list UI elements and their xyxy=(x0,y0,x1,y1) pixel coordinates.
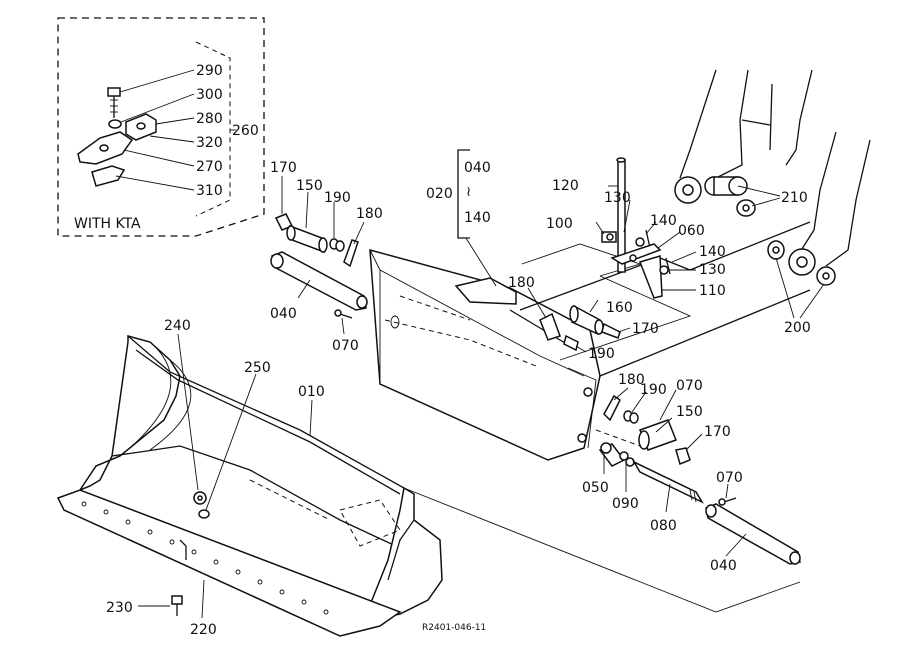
callout-040a: 040 xyxy=(270,306,297,322)
inset-caption: WITH KTA xyxy=(74,216,141,232)
callout-070c: 070 xyxy=(716,470,743,486)
callout-070a: 070 xyxy=(332,338,359,354)
callout-250: 250 xyxy=(244,360,271,376)
callout-320: 320 xyxy=(196,135,223,151)
callout-170b: 170 xyxy=(632,321,659,337)
callout-140r: 140 xyxy=(464,210,491,226)
callout-090: 090 xyxy=(612,496,639,512)
kta-inset: 290 300 280 320 270 310 260 WITH KTA xyxy=(57,17,265,237)
callout-210: 210 xyxy=(781,190,808,206)
callout-150b: 150 xyxy=(676,404,703,420)
callout-010: 010 xyxy=(298,384,325,400)
plate-310 xyxy=(91,165,126,187)
callout-190a: 190 xyxy=(324,190,351,206)
callout-150a: 150 xyxy=(296,178,323,194)
callout-260: 260 xyxy=(232,123,259,139)
callout-230: 230 xyxy=(106,600,133,616)
callout-290: 290 xyxy=(196,63,223,79)
callout-180b: 180 xyxy=(508,275,535,291)
callout-040r: 040 xyxy=(464,160,491,176)
callout-170c: 170 xyxy=(704,424,731,440)
callout-160: 160 xyxy=(606,300,633,316)
callout-060: 060 xyxy=(678,223,705,239)
drawing-reference-code: R2401-046-11 xyxy=(422,623,486,633)
left-pin-assembly: 170 150 190 180 040 070 xyxy=(270,160,383,354)
callout-240: 240 xyxy=(164,318,191,334)
callout-group-020: 020 040 ≀ 140 xyxy=(426,149,497,287)
callout-180c: 180 xyxy=(618,372,645,388)
callout-220: 220 xyxy=(190,622,217,638)
callout-140a: 140 xyxy=(650,213,677,229)
callout-range-mark: ≀ xyxy=(466,184,471,200)
bucket-frame xyxy=(369,221,811,461)
callout-280: 280 xyxy=(196,111,223,127)
loader-arms: 210 200 xyxy=(674,69,871,336)
bolt-290 xyxy=(107,87,121,118)
callout-170a: 170 xyxy=(270,160,297,176)
callout-190c: 190 xyxy=(640,382,667,398)
callout-110: 110 xyxy=(699,283,726,299)
callout-080: 080 xyxy=(650,518,677,534)
callout-190b: 190 xyxy=(588,346,615,362)
callout-270: 270 xyxy=(196,159,223,175)
washer-300 xyxy=(108,119,122,129)
callout-050: 050 xyxy=(582,480,609,496)
callout-200: 200 xyxy=(784,320,811,336)
callout-140b: 140 xyxy=(699,244,726,260)
callout-310: 310 xyxy=(196,183,223,199)
bucket: 240 250 010 230 220 xyxy=(56,318,443,638)
callout-120: 120 xyxy=(552,178,579,194)
lower-right-pin-assembly: 180 190 070 150 170 050 090 080 070 040 xyxy=(403,372,801,613)
callout-040b: 040 xyxy=(710,558,737,574)
lever-assembly: 120 130 140 100 060 140 130 110 xyxy=(546,157,726,299)
callout-070b: 070 xyxy=(676,378,703,394)
callout-130a: 130 xyxy=(604,190,631,206)
callout-130b: 130 xyxy=(699,262,726,278)
callout-300: 300 xyxy=(196,87,223,103)
center-pin-parts: 180 160 170 190 xyxy=(508,275,659,362)
callout-180a: 180 xyxy=(356,206,383,222)
callout-020: 020 xyxy=(426,186,453,202)
callout-100: 100 xyxy=(546,216,573,232)
